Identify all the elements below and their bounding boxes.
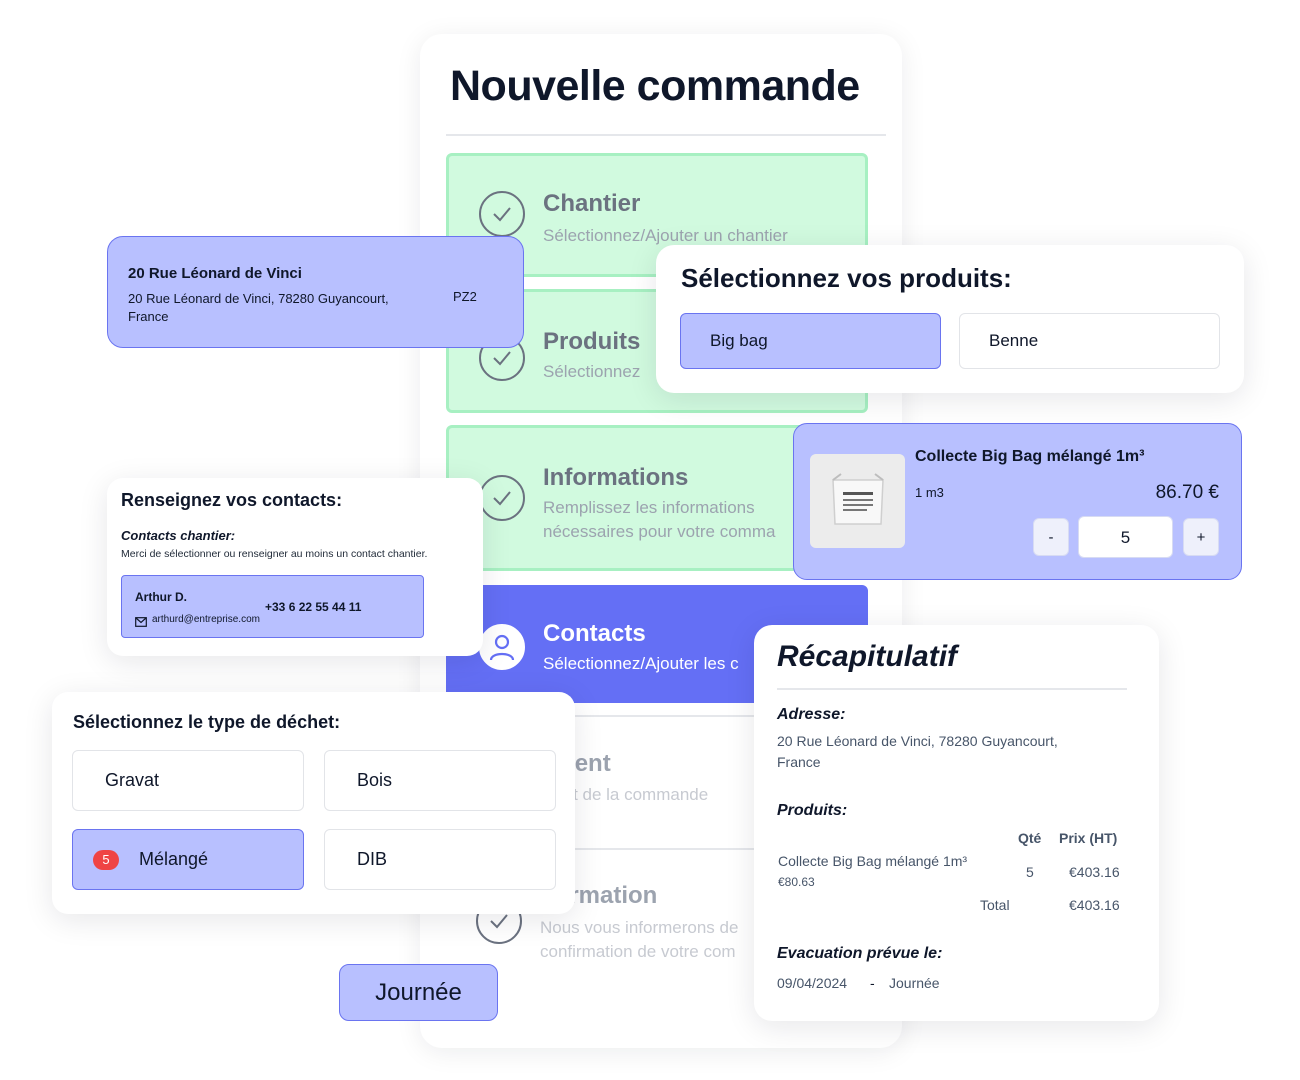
check-icon [479, 191, 525, 237]
address-full: 20 Rue Léonard de Vinci, 78280 Guyancour… [128, 291, 389, 324]
product-selector: Sélectionnez vos produits: Big bag Benne [656, 245, 1244, 393]
option-label: Mélangé [139, 849, 209, 869]
col-price: Prix (HT) [1059, 830, 1118, 846]
recap-address-line1: 20 Rue Léonard de Vinci, 78280 Guyancour… [777, 733, 1058, 749]
step-subtitle: Nous vous informerons de [540, 918, 739, 937]
product-image [810, 454, 905, 548]
step-title: Informations [543, 464, 689, 491]
divider [446, 134, 886, 136]
recap-products-label: Produits: [777, 802, 848, 819]
page-title: Nouvelle commande [450, 62, 860, 110]
step-title: Chantier [543, 190, 641, 217]
recap-evac-date: 09/04/2024 [777, 975, 848, 991]
waste-option-melange[interactable]: 5 Mélangé [72, 829, 304, 890]
step-title: Contacts [543, 620, 646, 647]
quantity-input[interactable]: 5 [1078, 516, 1173, 558]
count-badge: 5 [93, 849, 119, 870]
product-item-card: Collecte Big Bag mélangé 1m³ 1 m3 86.70 … [793, 423, 1242, 580]
recap-total-label: Total [980, 897, 1010, 913]
product-selector-heading: Sélectionnez vos produits: [681, 263, 1012, 293]
user-icon [479, 624, 525, 670]
contacts-note: Merci de sélectionner ou renseigner au m… [121, 548, 428, 560]
step-subtitle-line2: confirmation de votre com [540, 942, 736, 961]
contact-email: arthurd@entreprise.com [152, 614, 260, 625]
address-card[interactable]: 20 Rue Léonard de Vinci 20 Rue Léonard d… [107, 236, 524, 348]
increment-button[interactable]: + [1183, 518, 1219, 556]
step-title: Produits [543, 328, 641, 355]
waste-type-panel: Sélectionnez le type de déchet: Gravat B… [52, 692, 575, 914]
recap-product-name: Collecte Big Bag mélangé 1m³ [778, 853, 968, 869]
contact-phone: +33 6 22 55 44 11 [265, 600, 362, 614]
product-name: Collecte Big Bag mélangé 1m³ [915, 448, 1145, 465]
waste-heading: Sélectionnez le type de déchet: [73, 712, 341, 732]
recap-total-value: €403.16 [1069, 897, 1120, 913]
waste-option-dib[interactable]: DIB [324, 829, 556, 890]
recap-evac-label: Evacuation prévue le: [777, 945, 943, 962]
address-name: 20 Rue Léonard de Vinci [128, 265, 302, 282]
step-subtitle: Sélectionnez/Ajouter les c [543, 654, 739, 673]
recap-title: Récapitulatif [777, 640, 958, 673]
step-subtitle: Remplissez les informations [543, 498, 755, 517]
recap-product-price: €403.16 [1069, 864, 1120, 880]
step-subtitle: Sélectionnez [543, 362, 641, 381]
option-label: DIB [357, 849, 388, 869]
product-unit: 1 m3 [915, 485, 944, 500]
option-label: Bois [357, 770, 393, 790]
divider [777, 688, 1127, 690]
product-price: 86.70 € [1155, 482, 1219, 503]
contact-card[interactable]: Arthur D. +33 6 22 55 44 11 arthurd@entr… [121, 575, 424, 638]
waste-option-bois[interactable]: Bois [324, 750, 556, 811]
recap-product-qty: 5 [1026, 864, 1034, 880]
address-tag: PZ2 [453, 289, 477, 304]
recap-address-label: Adresse: [777, 706, 846, 723]
time-slot-chip[interactable]: Journée [339, 964, 498, 1021]
step-subtitle-line2: nécessaires pour votre comma [543, 522, 776, 541]
step-subtitle: Sélectionnez/Ajouter un chantier [543, 226, 788, 245]
step-subtitle: ment de la commande [540, 785, 709, 804]
product-option-big-bag[interactable]: Big bag [680, 313, 941, 369]
col-qty: Qté [1018, 830, 1042, 846]
contacts-heading: Renseignez vos contacts: [121, 490, 343, 510]
recap-evac-slot: Journée [889, 975, 940, 991]
waste-option-gravat[interactable]: Gravat [72, 750, 304, 811]
mail-icon [135, 614, 147, 632]
option-label: Gravat [105, 770, 160, 790]
contacts-panel: Renseignez vos contacts: Contacts chanti… [107, 478, 483, 656]
check-icon [479, 475, 525, 521]
decrement-button[interactable]: - [1033, 518, 1069, 556]
recap-product-unit-price: €80.63 [778, 875, 815, 889]
recap-panel: Récapitulatif Adresse: 20 Rue Léonard de… [754, 625, 1159, 1021]
contacts-subheading: Contacts chantier: [121, 528, 236, 543]
contact-name: Arthur D. [135, 590, 187, 604]
product-option-benne[interactable]: Benne [959, 313, 1220, 369]
recap-evac-separator: - [870, 975, 875, 991]
recap-address-line2: France [777, 754, 821, 770]
